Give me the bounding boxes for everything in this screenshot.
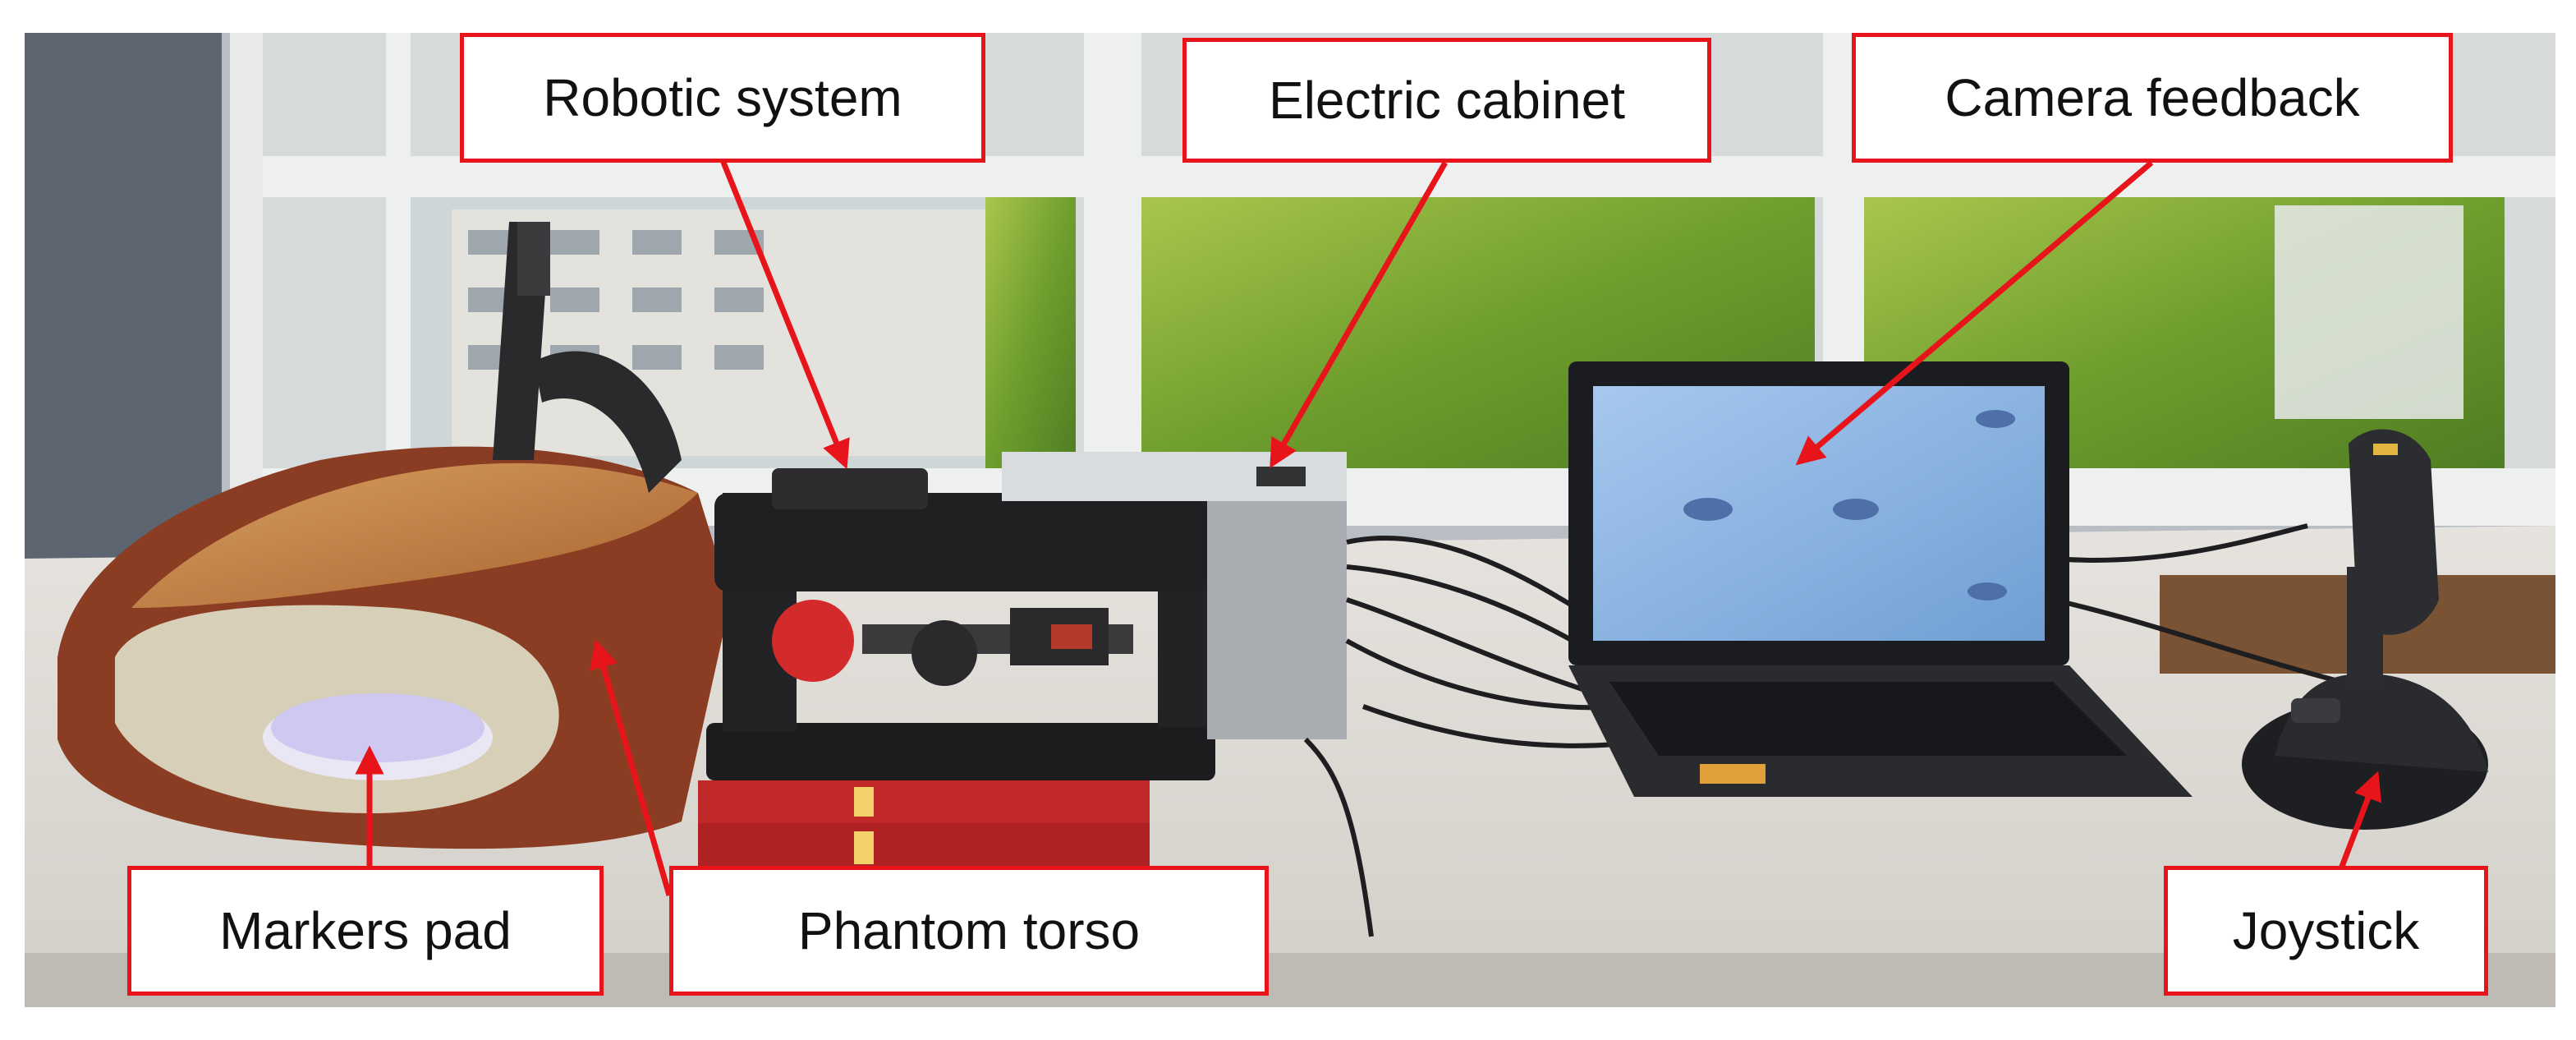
cables <box>1303 523 2374 937</box>
label-joystick: Joystick <box>2164 866 2488 996</box>
label-phantom-torso: Phantom torso <box>669 866 1269 996</box>
label-camera-feedback: Camera feedback <box>1852 33 2453 163</box>
label-robotic-system: Robotic system <box>460 33 985 163</box>
robotic-system-object <box>493 222 1224 780</box>
label-markers-pad: Markers pad <box>127 866 604 996</box>
lab-photo <box>25 33 2555 1007</box>
phantom-torso-object <box>57 446 731 849</box>
joystick-object <box>2242 429 2488 830</box>
label-electric-cabinet: Electric cabinet <box>1182 38 1711 163</box>
